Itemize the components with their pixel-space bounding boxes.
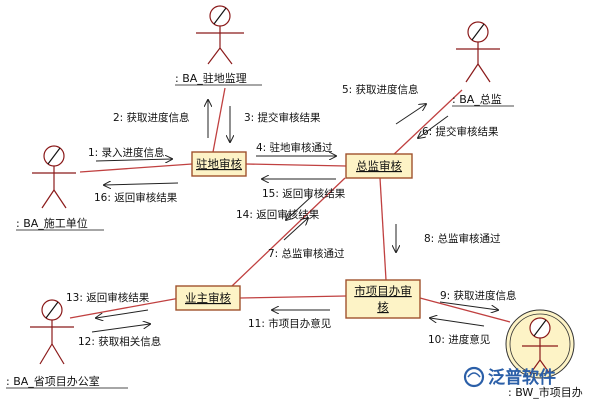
message-10-label: 10: 进度意见 [428, 333, 490, 346]
watermark-logo-icon [463, 366, 485, 388]
message-11-label: 11: 市项目办意见 [248, 317, 331, 330]
actor-zhudi-icon [196, 5, 244, 65]
message-15-label: 15: 返回审核结果 [262, 187, 346, 200]
message-9-label: 9: 获取进度信息 [440, 289, 517, 302]
box-zhudi-review[interactable]: 驻地审核 [191, 151, 247, 177]
watermark-text: 泛普软件 [488, 367, 556, 388]
message-13-label: 13: 返回审核结果 [66, 291, 150, 304]
box-shi-review-label-1: 市项目办审 [354, 284, 412, 298]
actor-shigong-label: : BA_施工单位 [16, 216, 88, 230]
message-16-label: 16: 返回审核结果 [94, 191, 178, 204]
actor-shi-label: : BW_市项目办 [508, 385, 583, 399]
actor-sheng-label: : BA_省项目办公室 [6, 374, 100, 388]
actor-zongjian-label: : BA_总监 [452, 92, 502, 106]
message-1-label: 1: 录入进度信息 [88, 146, 165, 159]
box-yezhu-review[interactable]: 业主审核 [175, 285, 241, 311]
message-12-label: 12: 获取相关信息 [78, 335, 161, 348]
box-yezhu-review-label: 业主审核 [185, 291, 231, 305]
box-shi-review[interactable]: 市项目办审 核 [345, 279, 421, 319]
message-14-label: 14: 返回审核结果 [236, 208, 320, 221]
box-zongjian-review-label: 总监审核 [356, 159, 402, 173]
message-5-label: 5: 获取进度信息 [342, 83, 419, 96]
actor-zongjian-icon [456, 21, 500, 83]
actor-sheng-icon [30, 299, 74, 365]
actor-shi-icon [505, 309, 575, 379]
box-shi-review-label-2: 核 [377, 300, 389, 314]
message-8-label: 8: 总监审核通过 [424, 232, 501, 245]
message-3-label: 3: 提交审核结果 [244, 111, 321, 124]
message-7-label: 7: 总监审核通过 [268, 247, 345, 260]
message-4-label: 4: 驻地审核通过 [256, 141, 333, 154]
links [69, 87, 511, 323]
watermark-logo: 泛普软件 [463, 366, 556, 388]
box-zongjian-review[interactable]: 总监审核 [345, 153, 413, 179]
message-arrows [91, 100, 498, 333]
message-2-label: 2: 获取进度信息 [113, 111, 190, 124]
box-zhudi-review-label: 驻地审核 [196, 157, 242, 171]
message-6-label: 6: 提交审核结果 [422, 125, 499, 138]
actor-zhudi-label: : BA_驻地监理 [175, 71, 247, 85]
actor-shigong-icon [32, 145, 76, 209]
